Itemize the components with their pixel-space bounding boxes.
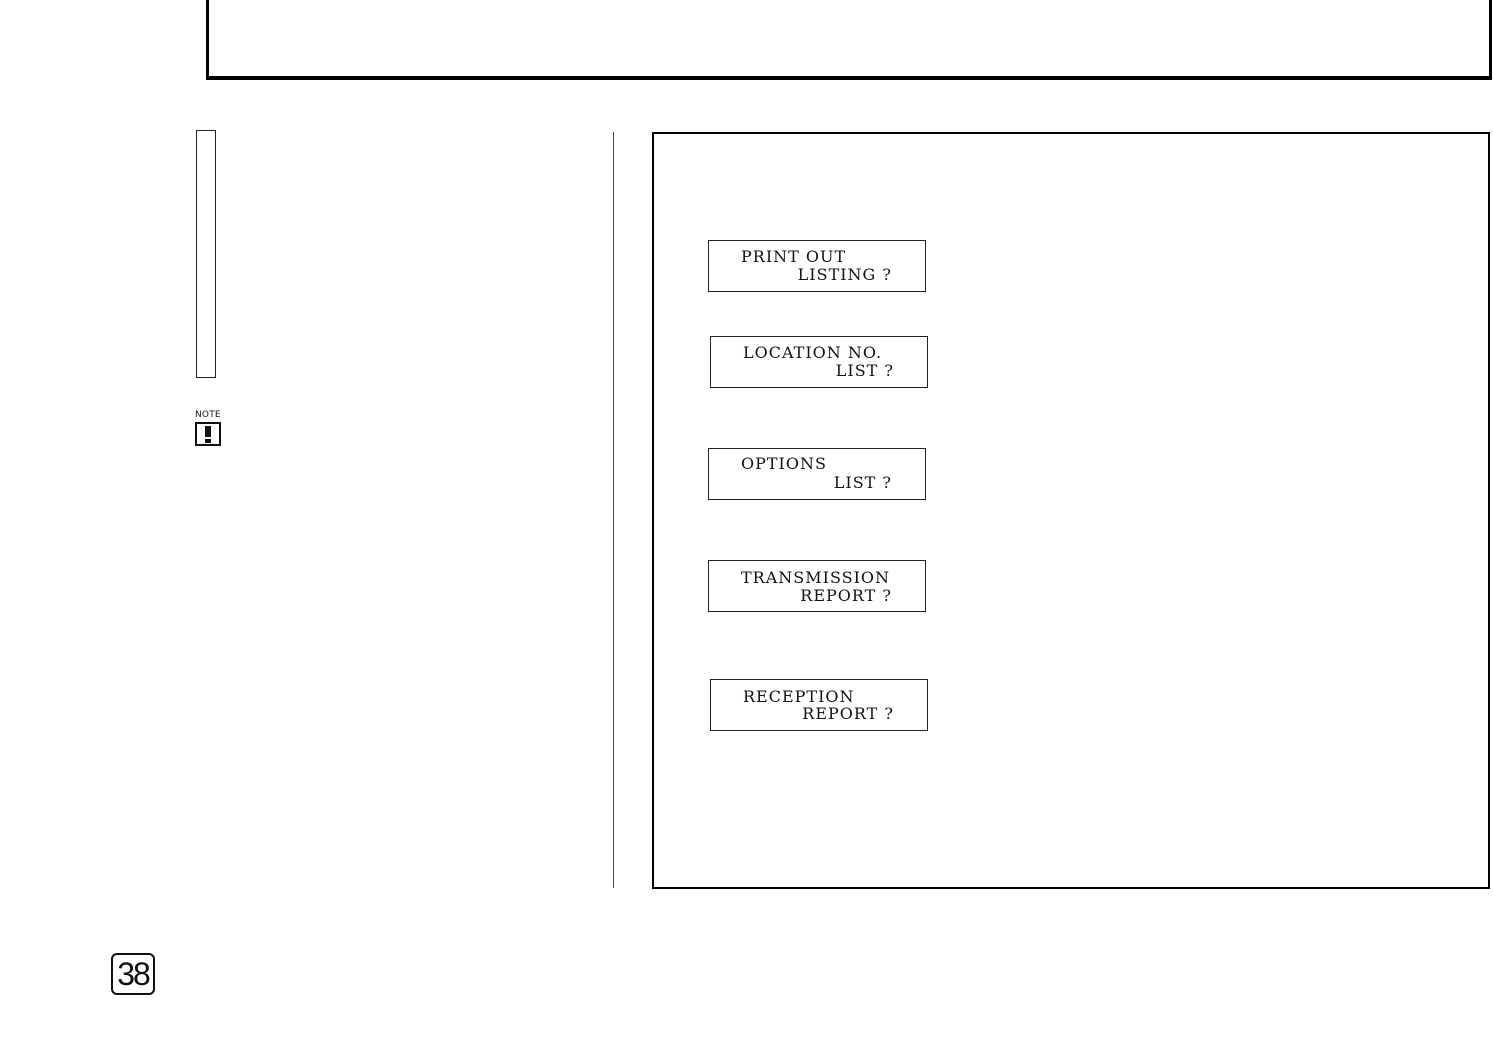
note-marker: NOTE xyxy=(195,410,227,446)
page-number: 38 xyxy=(111,953,155,995)
header-frame xyxy=(206,0,1492,80)
lcd-display-location-no: LOCATION NO. LIST ? xyxy=(710,336,928,388)
lcd-display-transmission: TRANSMISSION REPORT ? xyxy=(708,560,926,612)
side-marker-bar xyxy=(196,130,216,378)
lcd-line-2: LIST ? xyxy=(833,473,892,492)
lcd-display-options: OPTIONS LIST ? xyxy=(708,448,926,500)
lcd-line-1: TRANSMISSION xyxy=(741,568,891,587)
lcd-line-1: RECEPTION xyxy=(743,687,855,706)
lcd-line-1: OPTIONS xyxy=(741,454,827,473)
lcd-line-1: LOCATION NO. xyxy=(743,343,883,362)
lcd-display-reception: RECEPTION REPORT ? xyxy=(710,679,928,731)
lcd-display-print-out: PRINT OUT LISTING ? xyxy=(708,240,926,292)
lcd-line-2: REPORT ? xyxy=(802,704,894,723)
lcd-line-2: LISTING ? xyxy=(797,265,892,284)
column-divider xyxy=(613,132,614,888)
lcd-line-1: PRINT OUT xyxy=(741,247,847,266)
display-panel xyxy=(652,132,1490,889)
lcd-line-2: REPORT ? xyxy=(800,586,892,605)
lcd-line-2: LIST ? xyxy=(835,361,894,380)
exclamation-icon xyxy=(195,422,221,446)
note-label: NOTE xyxy=(195,410,221,420)
